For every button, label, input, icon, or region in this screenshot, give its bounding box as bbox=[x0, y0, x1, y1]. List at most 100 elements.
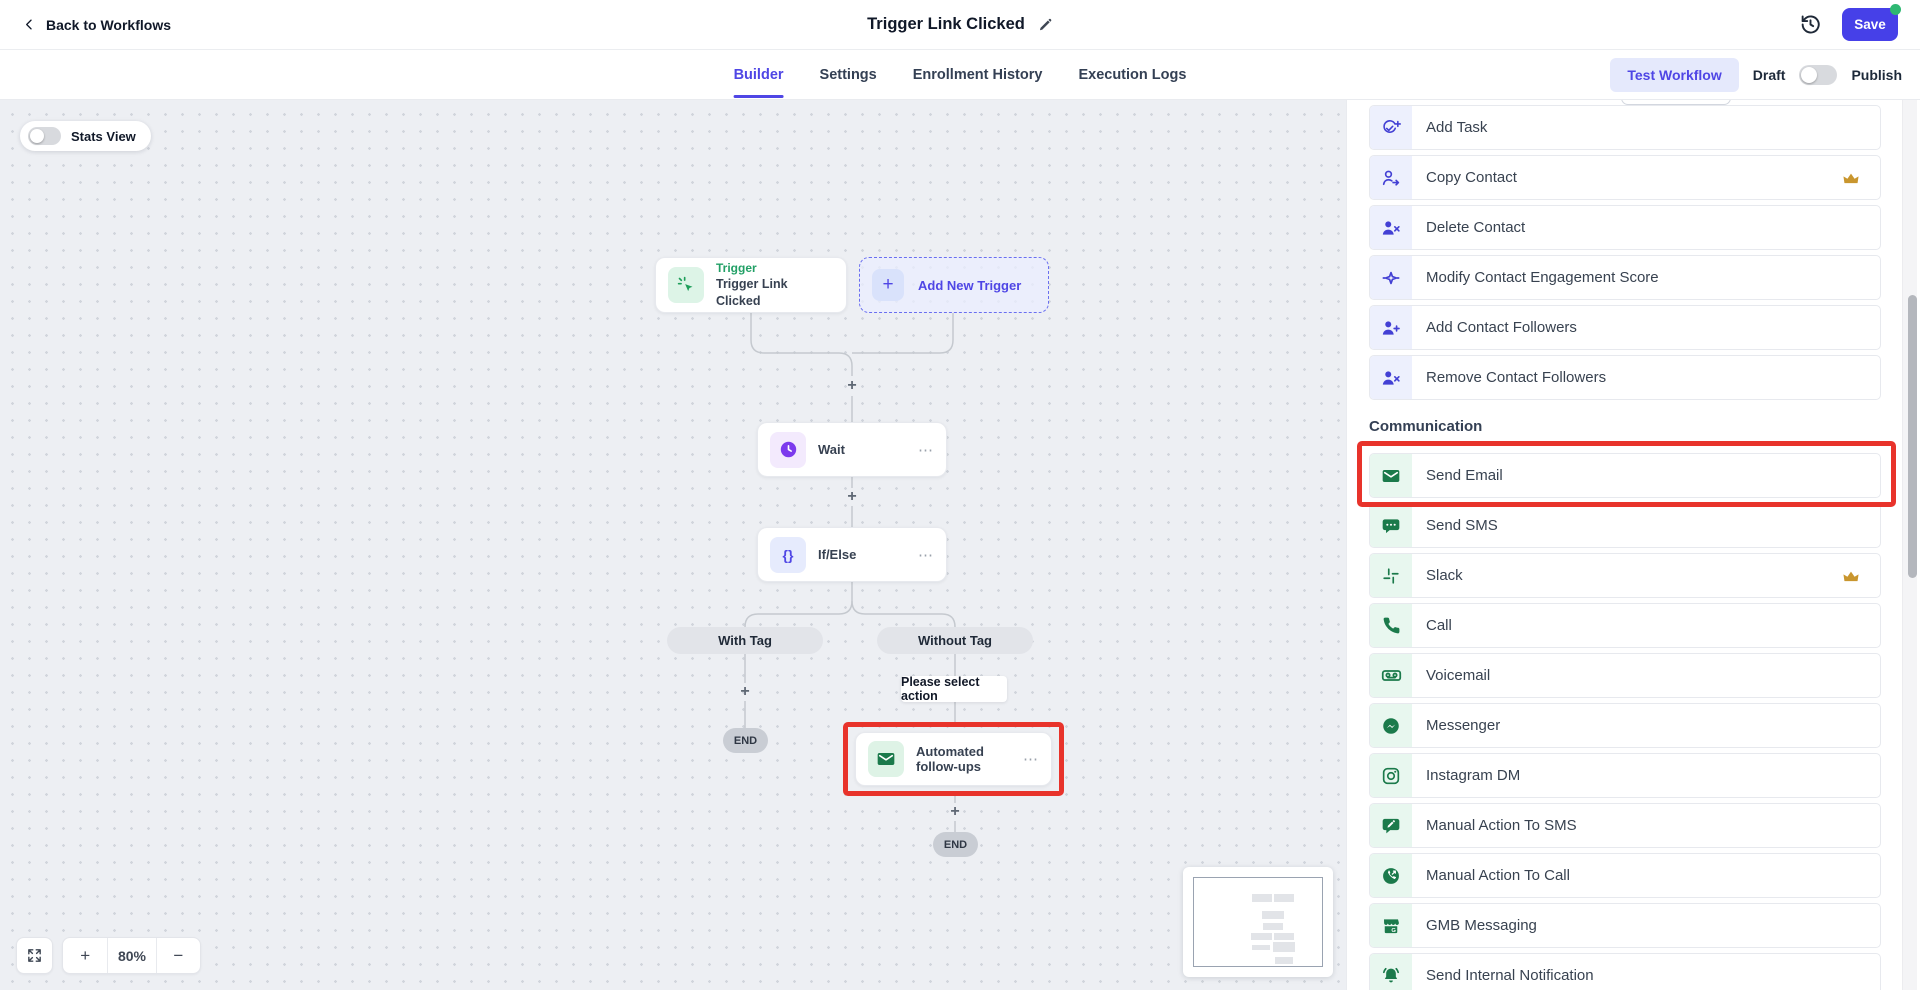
add-action-plus[interactable]: + bbox=[847, 488, 857, 505]
minimap-node-block bbox=[1274, 933, 1294, 940]
trigger-kicker: Trigger bbox=[716, 261, 757, 276]
cursor-click-icon bbox=[668, 267, 704, 303]
action-label: Add Task bbox=[1426, 119, 1488, 136]
action-label: Call bbox=[1426, 617, 1452, 634]
add-action-plus[interactable]: + bbox=[740, 683, 750, 700]
action-item-delete-contact[interactable]: Delete Contact bbox=[1369, 205, 1881, 250]
action-item-slack[interactable]: Slack bbox=[1369, 553, 1881, 598]
gmb-storefront-icon: G bbox=[1370, 904, 1412, 947]
engagement-score-icon bbox=[1370, 256, 1412, 299]
minimap-viewport bbox=[1193, 877, 1323, 967]
workflow-title-wrap: Trigger Link Clicked bbox=[867, 15, 1053, 34]
action-label: Manual Action To Call bbox=[1426, 867, 1570, 884]
tab-settings[interactable]: Settings bbox=[819, 67, 877, 83]
add-action-plus[interactable]: + bbox=[847, 377, 857, 394]
action-item-voicemail[interactable]: Voicemail bbox=[1369, 653, 1881, 698]
branch-without-tag[interactable]: Without Tag bbox=[877, 627, 1033, 654]
action-label: Delete Contact bbox=[1426, 219, 1526, 236]
clock-icon bbox=[770, 431, 806, 468]
zoom-in-button[interactable]: + bbox=[80, 945, 91, 965]
tab-builder[interactable]: Builder bbox=[733, 50, 784, 100]
action-item-manual-action-to-sms[interactable]: Manual Action To SMS bbox=[1369, 803, 1881, 848]
action-label: Remove Contact Followers bbox=[1426, 369, 1607, 386]
workflow-canvas[interactable]: Stats View Trigger Trigger Link Clicked … bbox=[0, 100, 1346, 990]
page-title: Trigger Link Clicked bbox=[867, 15, 1025, 33]
call-icon bbox=[1370, 604, 1412, 647]
braces-icon: {} bbox=[770, 536, 806, 573]
premium-crown-icon bbox=[1842, 170, 1860, 186]
node-menu-icon[interactable]: ⋯ bbox=[918, 546, 934, 564]
trigger-node[interactable]: Trigger Trigger Link Clicked bbox=[655, 257, 847, 313]
action-label: Send Internal Notification bbox=[1426, 967, 1594, 984]
minimap-node-block bbox=[1275, 957, 1293, 964]
minimap-node-block bbox=[1262, 911, 1284, 919]
save-button[interactable]: Save bbox=[1842, 4, 1901, 41]
wait-node[interactable]: Wait ⋯ bbox=[757, 422, 947, 477]
action-label: Copy Contact bbox=[1426, 169, 1517, 186]
action-label: Messenger bbox=[1426, 717, 1501, 734]
ifelse-node-title: If/Else bbox=[818, 547, 857, 562]
version-history-icon[interactable] bbox=[1799, 13, 1822, 36]
minimap-node-block bbox=[1274, 894, 1294, 902]
action-item-add-contact-followers[interactable]: Add Contact Followers bbox=[1369, 305, 1881, 350]
action-item-send-email[interactable]: Send Email bbox=[1369, 453, 1881, 498]
voicemail-icon bbox=[1370, 654, 1412, 697]
automated-followups-node[interactable]: Automated follow-ups ⋯ bbox=[855, 732, 1052, 786]
delete-contact-icon bbox=[1370, 206, 1412, 249]
publish-toggle[interactable] bbox=[1799, 65, 1838, 85]
action-item-remove-contact-followers[interactable]: Remove Contact Followers bbox=[1369, 355, 1881, 400]
copy-contact-icon bbox=[1370, 156, 1412, 199]
action-item-manual-action-to-call[interactable]: Manual Action To Call bbox=[1369, 853, 1881, 898]
stats-view-toggle[interactable] bbox=[28, 127, 61, 145]
action-item-send-internal-notification[interactable]: Send Internal Notification bbox=[1369, 953, 1881, 990]
section-title-communication: Communication bbox=[1369, 418, 1483, 435]
edit-pencil-icon[interactable] bbox=[1038, 17, 1053, 32]
action-label: Send Email bbox=[1426, 467, 1503, 484]
action-item-add-task[interactable]: Add Task bbox=[1369, 105, 1881, 150]
zoom-level: 80% bbox=[107, 938, 155, 973]
add-new-trigger-button[interactable]: + Add New Trigger bbox=[859, 257, 1049, 313]
unsaved-changes-dot bbox=[1890, 4, 1901, 15]
minimap-node-block bbox=[1251, 933, 1272, 940]
messenger-icon bbox=[1370, 704, 1412, 747]
zoom-out-button[interactable]: − bbox=[155, 938, 200, 973]
action-item-gmb-messaging[interactable]: G GMB Messaging bbox=[1369, 903, 1881, 948]
end-badge: END bbox=[933, 832, 978, 857]
action-label: Send SMS bbox=[1426, 517, 1498, 534]
notification-bell-icon bbox=[1370, 954, 1412, 990]
minimap[interactable] bbox=[1183, 867, 1333, 977]
action-item-send-sms[interactable]: Send SMS bbox=[1369, 503, 1881, 548]
node-menu-icon[interactable]: ⋯ bbox=[918, 441, 934, 459]
stats-view-label: Stats View bbox=[71, 128, 136, 144]
action-item-instagram-dm[interactable]: Instagram DM bbox=[1369, 753, 1881, 798]
action-label: Manual Action To SMS bbox=[1426, 817, 1577, 834]
tab-enrollment-history[interactable]: Enrollment History bbox=[912, 67, 1043, 83]
instagram-icon bbox=[1370, 754, 1412, 797]
stats-view-pill: Stats View bbox=[20, 121, 151, 151]
ifelse-node[interactable]: {} If/Else ⋯ bbox=[757, 527, 947, 582]
action-label: Add Contact Followers bbox=[1426, 319, 1577, 336]
branch-with-tag[interactable]: With Tag bbox=[667, 627, 823, 654]
email-icon bbox=[1370, 454, 1412, 497]
app-header: Back to Workflows Trigger Link Clicked S… bbox=[0, 0, 1920, 50]
actions-sidebar: Add Task Copy Contact Delete Contact Mod… bbox=[1346, 100, 1920, 990]
action-item-copy-contact[interactable]: Copy Contact bbox=[1369, 155, 1881, 200]
connector-lines bbox=[744, 313, 956, 832]
action-item-messenger[interactable]: Messenger bbox=[1369, 703, 1881, 748]
tab-execution-logs[interactable]: Execution Logs bbox=[1078, 67, 1187, 83]
action-label: Voicemail bbox=[1426, 667, 1491, 684]
node-menu-icon[interactable]: ⋯ bbox=[1023, 751, 1039, 768]
action-item-call[interactable]: Call bbox=[1369, 603, 1881, 648]
action-label: GMB Messaging bbox=[1426, 917, 1537, 934]
sidebar-scrollbar-thumb[interactable] bbox=[1908, 295, 1917, 578]
slack-icon bbox=[1370, 554, 1412, 597]
manual-sms-icon bbox=[1370, 804, 1412, 847]
fit-view-button[interactable] bbox=[16, 937, 53, 974]
test-workflow-button[interactable]: Test Workflow bbox=[1610, 58, 1739, 92]
minimap-node-block bbox=[1252, 894, 1272, 902]
task-add-icon bbox=[1370, 106, 1412, 149]
tab-bar: Builder Settings Enrollment History Exec… bbox=[0, 50, 1920, 100]
back-to-workflows-button[interactable]: Back to Workflows bbox=[22, 17, 171, 33]
add-action-plus[interactable]: + bbox=[950, 803, 960, 820]
action-item-modify-engagement-score[interactable]: Modify Contact Engagement Score bbox=[1369, 255, 1881, 300]
